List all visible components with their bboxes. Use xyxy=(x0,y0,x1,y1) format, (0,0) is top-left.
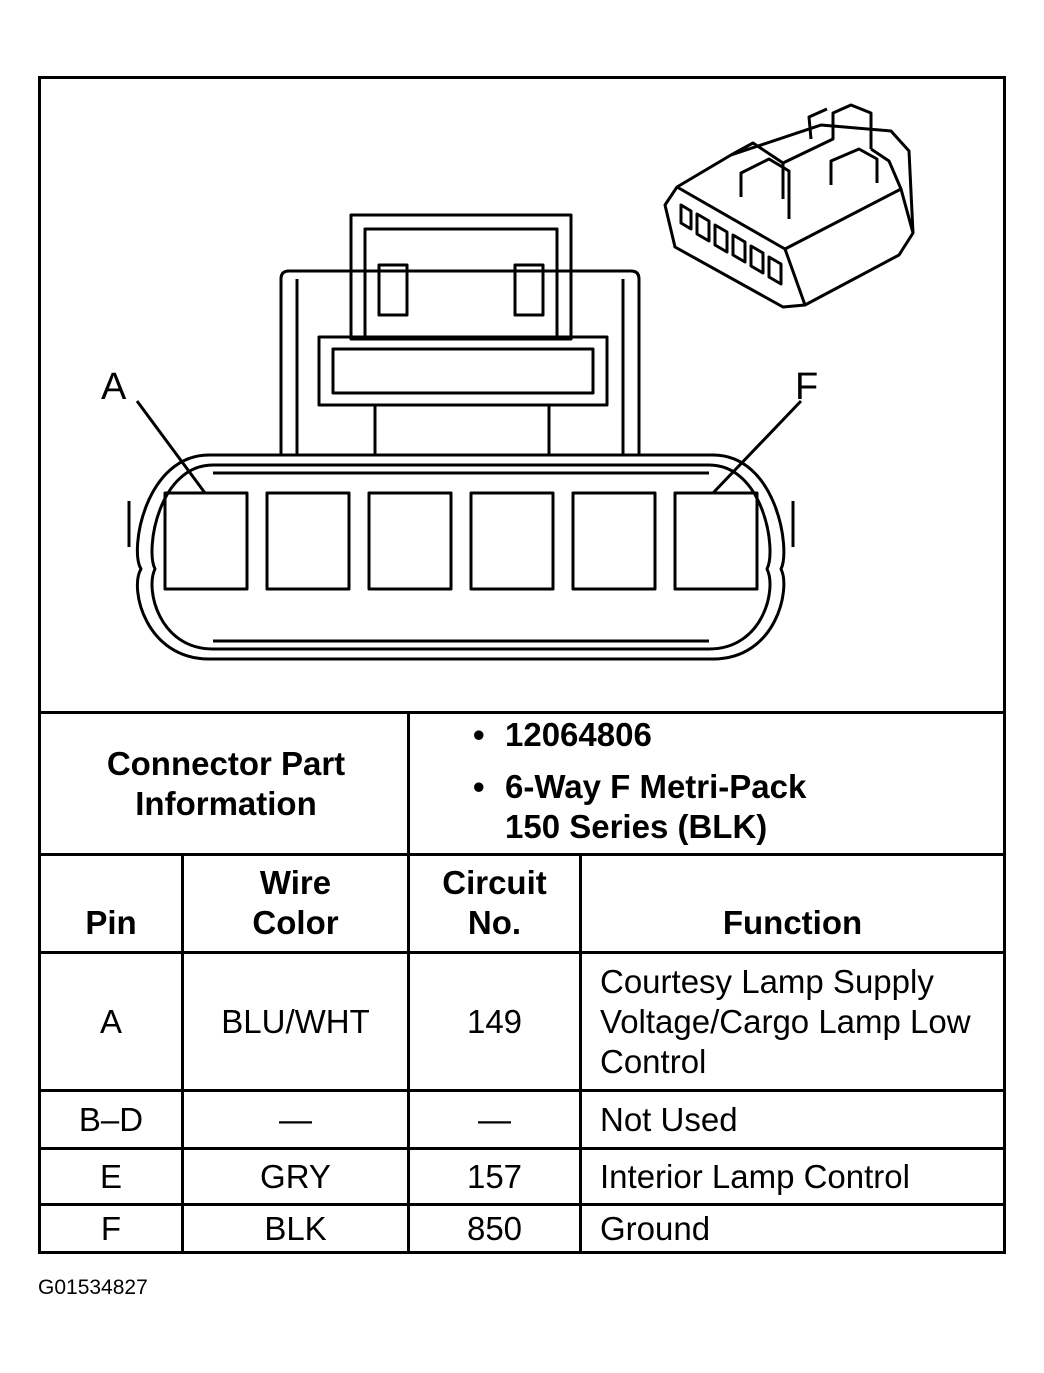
table-row-a-pin: A xyxy=(99,1002,122,1040)
leader-line-a xyxy=(135,400,207,494)
leader-line-f xyxy=(711,399,803,495)
pin-label-f: F xyxy=(795,366,818,408)
cavity-e xyxy=(571,491,657,591)
table-row-a-wire-color: BLU/WHT xyxy=(221,1002,370,1040)
cavity-d xyxy=(469,491,555,591)
connector-isometric-view xyxy=(663,103,915,309)
figure-id: G01534827 xyxy=(38,1276,148,1299)
header-wire-color: Wire Color xyxy=(252,864,339,941)
cavity-b xyxy=(265,491,351,591)
table-row-e-circuit: 157 xyxy=(466,1157,523,1195)
part-info-item: •6-Way F Metri-Pack 150 Series (BLK) xyxy=(473,768,807,845)
table-row-a-function: Courtesy Lamp Supply Voltage/Cargo Lamp … xyxy=(600,962,971,1080)
table-row-f-wire-color: BLK xyxy=(264,1209,327,1247)
connector-latch xyxy=(279,213,641,455)
table-row-f-pin: F xyxy=(100,1209,122,1247)
table-row-e-pin: E xyxy=(99,1157,122,1195)
diagram-frame: A F Connector Part Information •12064806… xyxy=(38,76,1006,1254)
table-row-bd-circuit: — xyxy=(478,1100,511,1138)
table-row-e-function: Interior Lamp Control xyxy=(600,1157,910,1195)
connector-drawing: A F xyxy=(41,79,1003,711)
part-info-item: •12064806 xyxy=(473,716,652,753)
table-row-e-wire-color: GRY xyxy=(260,1157,331,1195)
table-row-a-circuit: 149 xyxy=(466,1002,523,1040)
cavity-c xyxy=(367,491,453,591)
header-function: Function xyxy=(722,904,863,941)
pin-label-a: A xyxy=(101,366,127,408)
connector-housing xyxy=(127,453,795,661)
connector-face-illustration: A F xyxy=(101,103,915,661)
pin-cavities xyxy=(163,491,759,591)
header-circuit-no: Circuit No. xyxy=(442,864,547,941)
part-info-label: Connector Part Information xyxy=(106,744,346,822)
header-pin: Pin xyxy=(85,904,137,941)
table-row-f-function: Ground xyxy=(600,1209,711,1247)
part-info-list: •12064806 •6-Way F Metri-Pack 150 Series… xyxy=(467,715,987,847)
cavity-a xyxy=(163,491,249,591)
cavity-f xyxy=(673,491,759,591)
table-row-bd-pin: B–D xyxy=(78,1100,144,1138)
table-row-bd-wire-color: — xyxy=(279,1100,312,1138)
table-row-bd-function: Not Used xyxy=(600,1100,738,1138)
table-row-f-circuit: 850 xyxy=(466,1209,523,1247)
